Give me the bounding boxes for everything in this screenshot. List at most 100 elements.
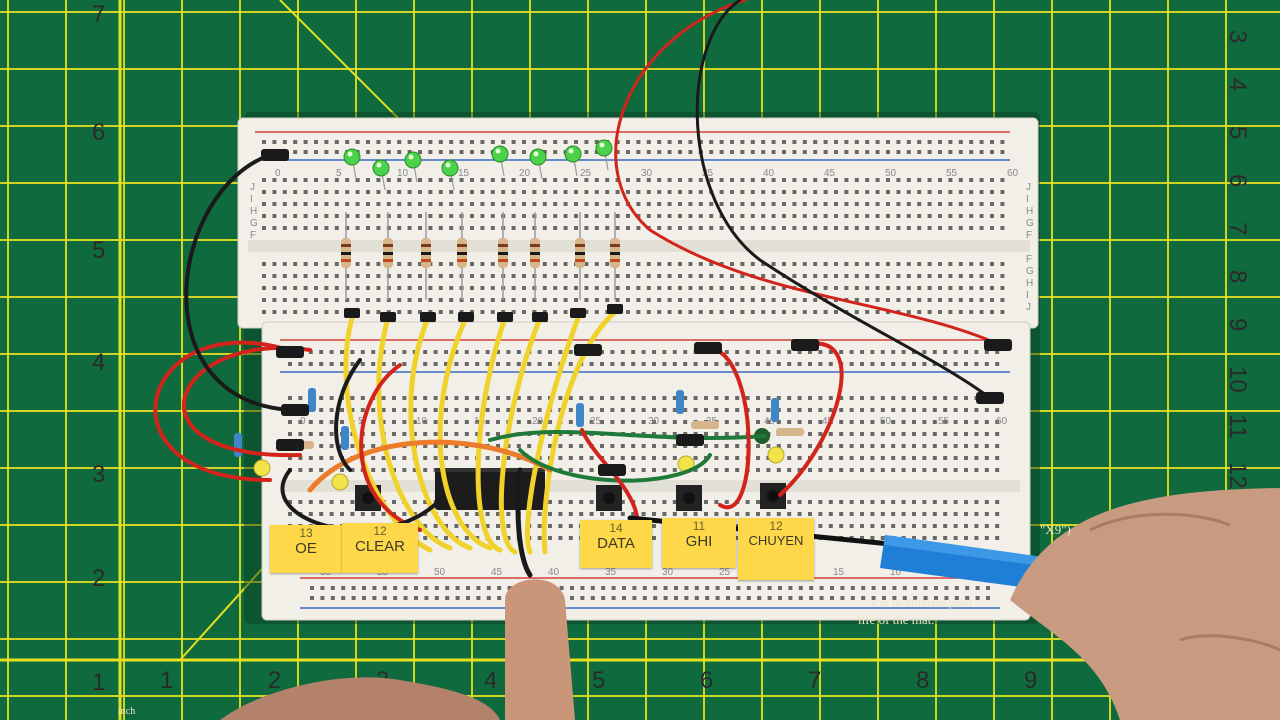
breadboard-hole bbox=[693, 396, 698, 400]
breadboard-hole bbox=[704, 362, 708, 366]
breadboard-hole bbox=[376, 140, 381, 144]
breadboard-hole bbox=[906, 178, 911, 182]
breadboard-hole bbox=[672, 468, 677, 472]
breadboard-hole bbox=[865, 298, 870, 302]
breadboard-hole bbox=[589, 512, 594, 516]
breadboard-hole bbox=[485, 408, 490, 412]
breadboard-hole bbox=[979, 150, 984, 154]
breadboard-hole bbox=[652, 408, 656, 412]
breadboard-hole bbox=[563, 274, 568, 278]
resistor-blue bbox=[771, 398, 779, 422]
breadboard-hole bbox=[750, 190, 755, 194]
breadboard-hole bbox=[464, 420, 469, 424]
column-number: 45 bbox=[491, 567, 503, 578]
breadboard-hole bbox=[667, 286, 672, 290]
wire-pin bbox=[261, 149, 289, 161]
breadboard-hole bbox=[334, 178, 339, 182]
breadboard-hole bbox=[735, 444, 740, 448]
breadboard-hole bbox=[995, 524, 1000, 528]
mat-scale-number: 1 bbox=[92, 669, 105, 696]
breadboard-hole bbox=[610, 396, 615, 400]
breadboard-hole bbox=[834, 262, 838, 266]
breadboard-hole bbox=[693, 362, 698, 366]
breadboard-hole bbox=[787, 420, 792, 424]
breadboard-hole bbox=[776, 512, 781, 516]
breadboard-hole bbox=[293, 286, 298, 290]
breadboard-hole bbox=[568, 524, 573, 528]
breadboard-hole bbox=[922, 456, 927, 460]
breadboard-hole bbox=[620, 444, 625, 448]
breadboard-hole bbox=[698, 140, 703, 144]
breadboard-hole bbox=[880, 500, 885, 504]
breadboard-hole bbox=[756, 456, 760, 460]
breadboard-hole bbox=[522, 178, 526, 182]
breadboard-hole bbox=[922, 362, 927, 366]
breadboard-hole bbox=[683, 408, 688, 412]
breadboard-hole bbox=[444, 362, 448, 366]
breadboard-hole bbox=[969, 262, 974, 266]
breadboard-hole bbox=[969, 190, 974, 194]
breadboard-hole bbox=[626, 178, 630, 182]
breadboard-hole bbox=[839, 524, 844, 528]
breadboard-hole bbox=[423, 350, 428, 354]
breadboard-hole bbox=[745, 396, 750, 400]
breadboard-hole bbox=[922, 396, 927, 400]
breadboard-hole bbox=[746, 596, 751, 600]
breadboard-hole bbox=[927, 286, 932, 290]
breadboard-hole bbox=[402, 468, 407, 472]
column-number: 45 bbox=[822, 416, 834, 427]
sticky-note-data: 14 DATA bbox=[580, 520, 652, 568]
breadboard-hole bbox=[486, 586, 491, 590]
breadboard-hole bbox=[459, 140, 464, 144]
breadboard-hole bbox=[553, 202, 558, 206]
breadboard-hole bbox=[542, 202, 547, 206]
breadboard-hole bbox=[334, 274, 339, 278]
breadboard-hole bbox=[464, 362, 469, 366]
breadboard-hole bbox=[319, 456, 324, 460]
green-led bbox=[404, 151, 422, 169]
breadboard-hole bbox=[341, 596, 346, 600]
breadboard-hole bbox=[646, 262, 651, 266]
breadboard-hole bbox=[922, 432, 927, 436]
breadboard-hole bbox=[896, 214, 901, 218]
breadboard-hole bbox=[974, 350, 979, 354]
resistor-band bbox=[530, 244, 540, 247]
breadboard-hole bbox=[480, 150, 485, 154]
breadboard-hole bbox=[932, 536, 937, 540]
breadboard-hole bbox=[444, 456, 448, 460]
breadboard-hole bbox=[355, 274, 360, 278]
breadboard-hole bbox=[766, 512, 771, 516]
breadboard-hole bbox=[724, 456, 729, 460]
breadboard-hole bbox=[434, 596, 439, 600]
breadboard-hole bbox=[761, 214, 766, 218]
breadboard-hole bbox=[969, 226, 974, 230]
breadboard-hole bbox=[428, 298, 433, 302]
breadboard-hole bbox=[927, 190, 932, 194]
mat-scale-number: 5 bbox=[92, 237, 105, 264]
breadboard-hole bbox=[470, 178, 474, 182]
breadboard-hole bbox=[875, 274, 880, 278]
breadboard-hole bbox=[975, 586, 980, 590]
breadboard-hole bbox=[922, 524, 927, 528]
breadboard-hole bbox=[537, 396, 542, 400]
breadboard-hole bbox=[480, 262, 485, 266]
breadboard-hole bbox=[953, 396, 958, 400]
breadboard-hole bbox=[964, 524, 968, 528]
breadboard-hole bbox=[590, 596, 595, 600]
breadboard-hole bbox=[324, 178, 329, 182]
breadboard-hole bbox=[293, 274, 298, 278]
mat-printed-text: "X9") bbox=[1040, 522, 1071, 537]
mat-scale-number: 6 bbox=[700, 667, 713, 694]
breadboard-hole bbox=[449, 226, 454, 230]
breadboard-hole bbox=[901, 512, 906, 516]
breadboard-hole bbox=[574, 202, 578, 206]
breadboard-hole bbox=[532, 178, 537, 182]
breadboard-hole bbox=[938, 214, 942, 218]
breadboard-hole bbox=[293, 310, 298, 314]
breadboard-hole bbox=[392, 408, 396, 412]
breadboard-hole bbox=[548, 524, 552, 528]
breadboard-hole bbox=[886, 286, 890, 290]
breadboard-hole bbox=[672, 432, 677, 436]
breadboard-hole bbox=[584, 286, 589, 290]
hand-lower-left bbox=[220, 677, 500, 720]
